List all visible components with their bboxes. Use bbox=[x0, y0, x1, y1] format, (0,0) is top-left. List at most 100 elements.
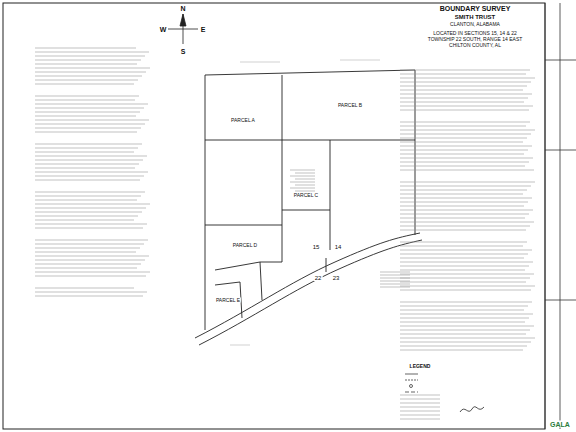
text-line bbox=[400, 334, 526, 335]
parcel-label: PARCEL E bbox=[215, 298, 241, 303]
text-line bbox=[400, 346, 527, 347]
text-line bbox=[35, 228, 143, 229]
text-line bbox=[35, 196, 141, 197]
text-line bbox=[400, 278, 530, 279]
text-line bbox=[400, 202, 528, 203]
text-line bbox=[290, 182, 315, 183]
text-line bbox=[400, 86, 527, 87]
text-line bbox=[35, 244, 144, 245]
text-line bbox=[400, 190, 527, 191]
text-line bbox=[400, 138, 527, 139]
text-line bbox=[400, 403, 440, 404]
text-line bbox=[400, 415, 440, 416]
text-line bbox=[400, 150, 528, 151]
text-line bbox=[380, 275, 410, 276]
text-line bbox=[380, 284, 410, 285]
text-line bbox=[400, 94, 532, 95]
text-line bbox=[400, 166, 525, 167]
section-note: LOCATED IN SECTIONS 15, 14 & 22 bbox=[432, 31, 518, 36]
text-line bbox=[35, 276, 146, 277]
text-line bbox=[400, 102, 524, 103]
text-line bbox=[400, 78, 535, 79]
text-line bbox=[400, 282, 526, 283]
text-line bbox=[35, 296, 143, 297]
compass-letter: E bbox=[200, 26, 207, 33]
north-arrow bbox=[168, 14, 198, 44]
text-line bbox=[400, 226, 530, 227]
text-line bbox=[400, 399, 440, 400]
text-line bbox=[400, 258, 524, 259]
text-line bbox=[290, 188, 315, 189]
text-line bbox=[35, 248, 140, 249]
text-line bbox=[400, 274, 534, 275]
text-line bbox=[35, 272, 150, 273]
text-line bbox=[400, 314, 533, 315]
text-line bbox=[400, 306, 528, 307]
text-line bbox=[35, 204, 150, 205]
text-line bbox=[35, 148, 138, 149]
text-line bbox=[295, 173, 315, 174]
text-line bbox=[400, 262, 533, 263]
text-line bbox=[400, 250, 532, 251]
text-line bbox=[400, 246, 523, 247]
sheet-title: BOUNDARY SURVEY bbox=[439, 5, 512, 12]
text-line bbox=[35, 52, 149, 53]
section-number: 15 bbox=[312, 244, 321, 250]
text-line bbox=[35, 64, 137, 65]
parcel-label: PARCEL D bbox=[232, 243, 258, 248]
text-line bbox=[400, 218, 525, 219]
county-note: CHILTON COUNTY, AL bbox=[448, 43, 502, 48]
text-line bbox=[35, 220, 134, 221]
text-line bbox=[380, 278, 410, 279]
road bbox=[195, 233, 422, 345]
text-line bbox=[400, 182, 535, 183]
title-strip bbox=[545, 3, 576, 429]
text-line bbox=[35, 200, 137, 201]
text-line bbox=[400, 206, 524, 207]
text-line bbox=[35, 56, 145, 57]
text-line bbox=[400, 411, 440, 412]
text-line bbox=[35, 176, 144, 177]
text-line bbox=[400, 82, 531, 83]
section-number: 23 bbox=[332, 275, 341, 281]
text-line bbox=[400, 130, 535, 131]
text-line bbox=[400, 194, 523, 195]
text-line bbox=[400, 214, 529, 215]
text-line bbox=[295, 185, 315, 186]
text-line bbox=[35, 172, 148, 173]
text-line bbox=[400, 350, 523, 351]
text-line bbox=[35, 260, 145, 261]
text-line bbox=[400, 90, 523, 91]
text-line bbox=[400, 106, 533, 107]
text-line bbox=[400, 110, 529, 111]
text-line bbox=[400, 286, 535, 287]
compass-letter: W bbox=[159, 26, 168, 33]
township-note: TOWNSHIP 22 SOUTH, RANGE 14 EAST bbox=[427, 37, 524, 42]
text-line bbox=[400, 310, 524, 311]
text-line bbox=[400, 254, 528, 255]
parcel-label: PARCEL B bbox=[337, 103, 363, 108]
text-line bbox=[35, 60, 141, 61]
text-line bbox=[380, 287, 410, 288]
text-line bbox=[400, 158, 533, 159]
section-number: 14 bbox=[334, 244, 343, 250]
text-line bbox=[35, 292, 147, 293]
text-line bbox=[400, 230, 526, 231]
text-line bbox=[35, 76, 142, 77]
text-line bbox=[35, 208, 146, 209]
text-line bbox=[400, 342, 531, 343]
text-line bbox=[400, 142, 523, 143]
text-line bbox=[400, 266, 529, 267]
text-line bbox=[35, 264, 141, 265]
parcel-boundaries bbox=[205, 70, 415, 330]
text-line bbox=[35, 224, 147, 225]
text-line bbox=[35, 168, 135, 169]
legend-box bbox=[405, 374, 484, 412]
text-line bbox=[400, 407, 440, 408]
dimension-ticks bbox=[230, 60, 380, 345]
text-line bbox=[35, 84, 134, 85]
text-line bbox=[35, 120, 149, 121]
text-line bbox=[380, 281, 410, 282]
text-line bbox=[35, 156, 147, 157]
text-line bbox=[290, 176, 315, 177]
